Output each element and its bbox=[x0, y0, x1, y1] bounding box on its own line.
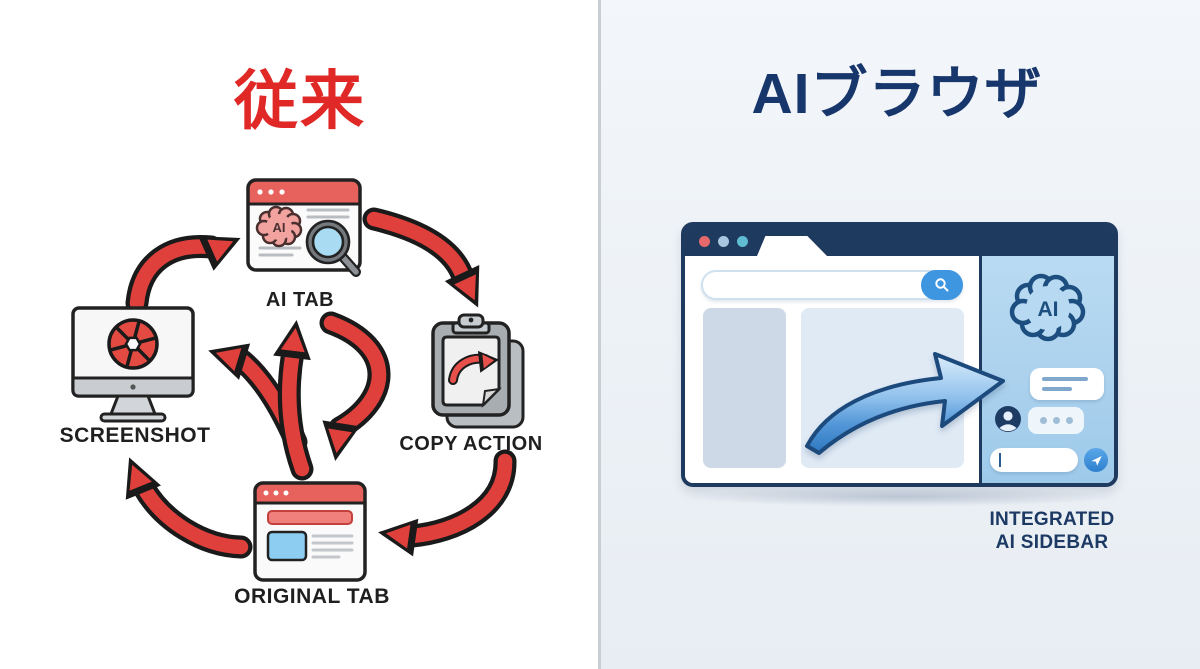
typing-dot-icon bbox=[1052, 417, 1060, 424]
right-title: AIブラウザ bbox=[751, 62, 1043, 126]
clipboard-copy-icon bbox=[431, 313, 525, 429]
panel-divider bbox=[598, 0, 601, 669]
browser-content: AI bbox=[685, 256, 1114, 483]
chat-input bbox=[990, 448, 1078, 472]
browser-main-area bbox=[685, 256, 976, 483]
ai-brain-icon: AI bbox=[1009, 273, 1086, 342]
search-button bbox=[921, 270, 963, 300]
avatar-icon bbox=[995, 406, 1021, 432]
text-cursor bbox=[999, 453, 1001, 467]
svg-text:AI: AI bbox=[273, 220, 286, 235]
arrow-original-to-ai-center-up bbox=[273, 320, 314, 481]
browser-tab-notch bbox=[757, 236, 827, 256]
search-bar bbox=[701, 270, 963, 300]
typing-dot-icon bbox=[1039, 417, 1047, 424]
node-label-screenshot: SCREENSHOT bbox=[59, 424, 211, 447]
monitor-screenshot-icon bbox=[71, 306, 195, 423]
window-dot-cyan-icon bbox=[737, 236, 748, 247]
camera-shutter-icon bbox=[107, 318, 159, 370]
browser-titlebar bbox=[685, 226, 1114, 256]
node-label-original-tab: ORIGINAL TAB bbox=[234, 585, 390, 608]
original-browser-tab-icon bbox=[253, 481, 367, 582]
arrow-copy-to-original bbox=[378, 449, 517, 557]
typing-indicator-bubble bbox=[1028, 407, 1084, 434]
caption-integrated-ai-sidebar: INTEGRATED AI SIDEBAR bbox=[989, 509, 1115, 554]
chat-text-line bbox=[1042, 387, 1072, 391]
ai-sidebar: AI bbox=[979, 256, 1114, 483]
page-left-column-placeholder bbox=[703, 308, 786, 468]
send-button bbox=[1084, 448, 1108, 472]
arrow-screenshot-to-ai-tab bbox=[125, 235, 241, 315]
node-label-ai-tab: AI TAB bbox=[265, 289, 335, 311]
browser-shadow bbox=[686, 487, 1116, 507]
arrow-original-to-screenshot bbox=[125, 457, 253, 559]
svg-text:AI: AI bbox=[1038, 298, 1059, 321]
node-label-copy-action: COPY ACTION bbox=[399, 433, 543, 455]
chat-text-line bbox=[1042, 377, 1088, 381]
ai-chat-bubble bbox=[1030, 368, 1104, 400]
browser-window-mockup: AI bbox=[681, 222, 1118, 487]
cycle-diagram: AI bbox=[71, 178, 525, 582]
window-dot-red-icon bbox=[699, 236, 710, 247]
arrow-ai-tab-to-copy bbox=[362, 207, 480, 308]
ai-browser-tab-icon: AI bbox=[246, 178, 362, 277]
ai-brain-small-icon: AI bbox=[255, 205, 303, 248]
copy-arrow-glyph bbox=[448, 350, 499, 385]
search-icon bbox=[935, 278, 949, 292]
typing-dot-icon bbox=[1065, 417, 1073, 424]
right-panel-ai-browser: AIブラウザ bbox=[601, 0, 1200, 669]
window-dot-blue-icon bbox=[718, 236, 729, 247]
page-content-placeholder bbox=[801, 308, 964, 468]
arrow-ai-to-original-center-down bbox=[319, 311, 391, 461]
send-plane-icon bbox=[1090, 455, 1102, 466]
left-panel-traditional: 従来 bbox=[0, 0, 598, 669]
magnifier-icon bbox=[305, 219, 361, 277]
left-title: 従来 bbox=[234, 65, 366, 137]
